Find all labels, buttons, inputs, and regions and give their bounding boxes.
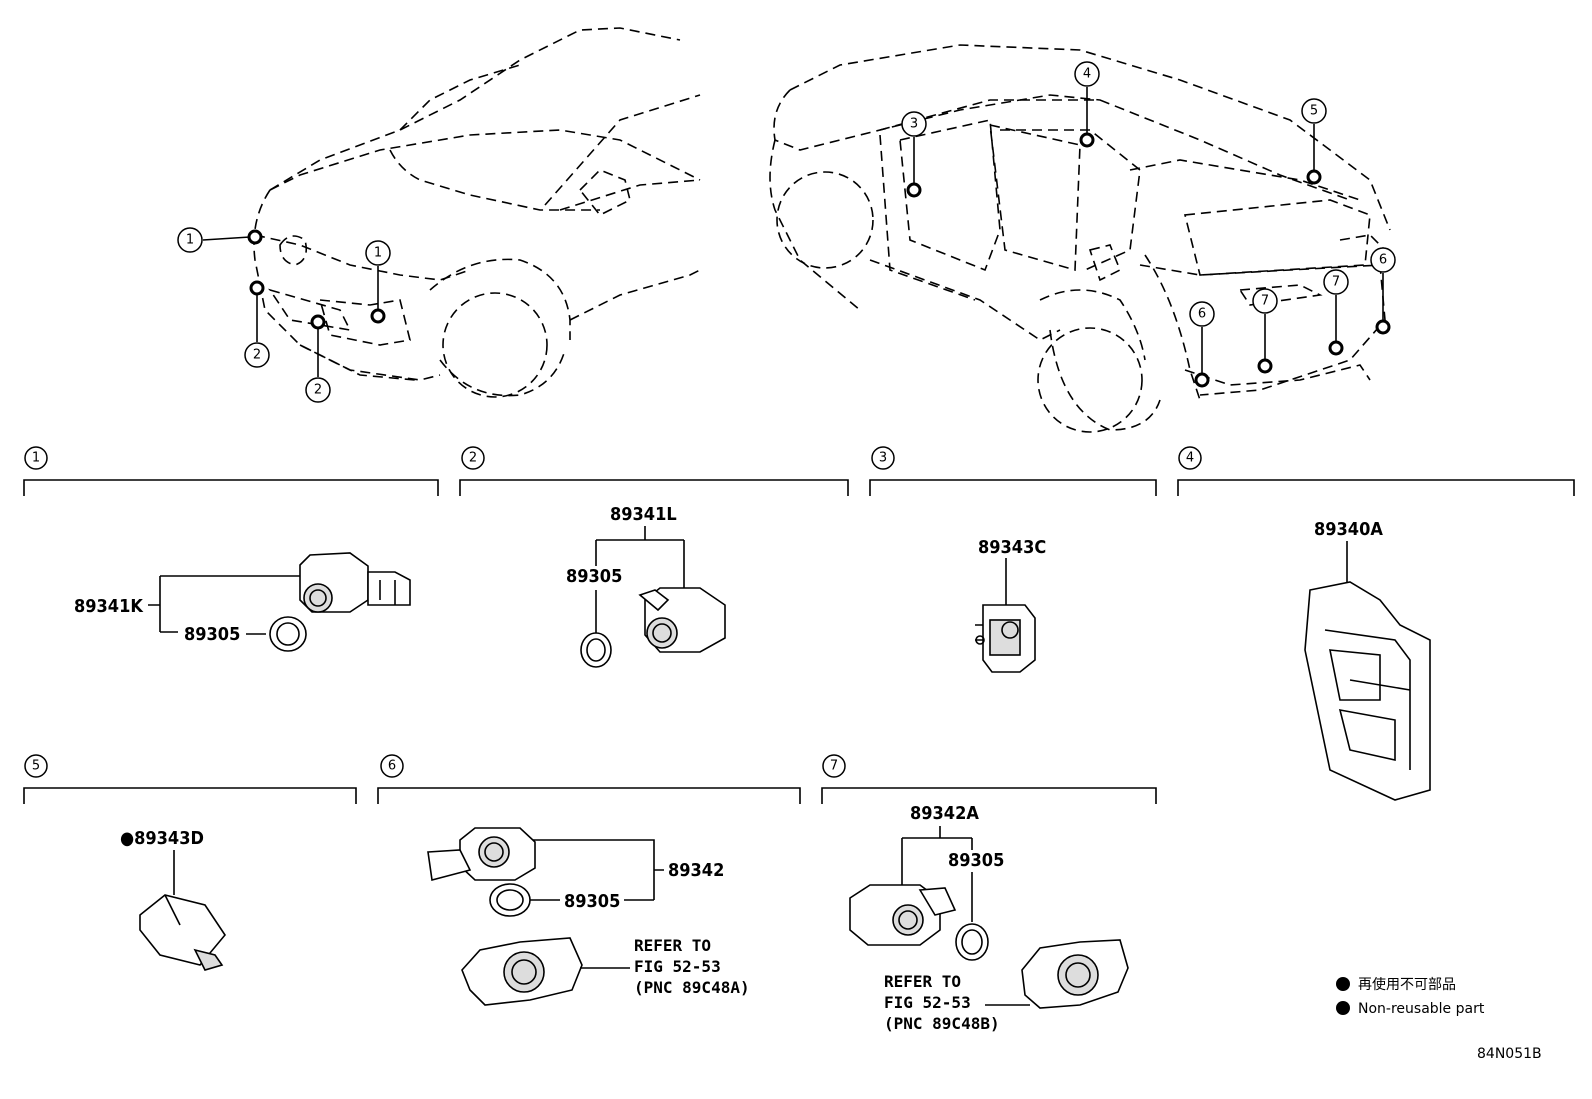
label-89343D: ●89343D xyxy=(120,828,204,849)
section-1-parts: 89341K 89305 xyxy=(74,552,411,652)
label-89305-s7: 89305 xyxy=(948,850,1004,871)
label-89341K: 89341K xyxy=(74,596,144,617)
refer-text-1-s7: REFER TO xyxy=(884,972,961,991)
callout-1a: 1 xyxy=(177,227,203,253)
sensor-89342 xyxy=(427,827,536,882)
label-89340A: 89340A xyxy=(1314,519,1383,540)
svg-text:1: 1 xyxy=(186,233,194,248)
section-7-header: 7 xyxy=(821,754,1157,804)
svg-text:7: 7 xyxy=(1332,275,1340,290)
callout-7a: 7 xyxy=(1252,288,1278,314)
svg-text:1: 1 xyxy=(374,246,382,261)
svg-text:2: 2 xyxy=(253,348,261,363)
svg-text:5: 5 xyxy=(1310,104,1318,119)
callout-6a: 6 xyxy=(1189,301,1215,327)
callout-7b: 7 xyxy=(1323,269,1349,295)
refer-text-3-s7: (PNC 89C48B) xyxy=(884,1014,1000,1033)
label-89342A: 89342A xyxy=(910,803,979,824)
label-89305-s6: 89305 xyxy=(564,891,620,912)
section-3-header: 3 xyxy=(869,446,1157,496)
sensor-89342A xyxy=(849,884,957,946)
section-4-parts: 89340A xyxy=(1304,519,1431,801)
section-6-parts: 89342 89305 REFER TO FIG 52-53 (PNC 89C4… xyxy=(427,827,750,1006)
legend-jp: 再使用不可部品 xyxy=(1358,976,1456,993)
figure-code: 84N051B xyxy=(1477,1046,1542,1062)
section-7-parts: 89342A 89305 REFER TO FIG 52-53 (PNC 89C… xyxy=(849,803,1129,1033)
svg-text:4: 4 xyxy=(1083,67,1091,82)
refer-text-2-s7: FIG 52-53 xyxy=(884,993,971,1012)
label-89305-s2: 89305 xyxy=(566,566,622,587)
callout-5: 5 xyxy=(1301,98,1327,124)
label-89342: 89342 xyxy=(668,860,724,881)
ring-89305-s2 xyxy=(580,632,612,668)
svg-text:1: 1 xyxy=(32,451,40,466)
label-89305-s1: 89305 xyxy=(184,624,240,645)
svg-text:6: 6 xyxy=(1198,307,1206,322)
ring-89305-s7 xyxy=(955,923,989,961)
svg-text:7: 7 xyxy=(1261,294,1269,309)
svg-text:3: 3 xyxy=(910,117,918,132)
sensor-89341L xyxy=(638,587,726,653)
svg-text:5: 5 xyxy=(32,759,40,774)
section-6-header: 6 xyxy=(377,754,801,804)
section-5-parts: ●89343D xyxy=(120,828,226,971)
svg-text:2: 2 xyxy=(469,451,477,466)
label-89341L: 89341L xyxy=(610,504,677,525)
ring-89305-s6 xyxy=(489,883,531,917)
svg-text:6: 6 xyxy=(388,759,396,774)
callout-2a: 2 xyxy=(244,342,270,368)
svg-text:2: 2 xyxy=(314,383,322,398)
front-callouts: 1 1 2 2 xyxy=(177,227,391,403)
legend: 再使用不可部品 Non-reusable part xyxy=(1336,976,1485,1017)
rear-vehicle-illustration xyxy=(769,44,1391,433)
sensor-89343D xyxy=(139,894,226,971)
section-2-header: 2 xyxy=(459,446,849,496)
section-1-header: 1 xyxy=(23,446,439,496)
sensor-89341K xyxy=(299,552,411,613)
section-5-header: 5 xyxy=(23,754,357,804)
front-vehicle-illustration xyxy=(253,27,701,398)
svg-text:3: 3 xyxy=(879,451,887,466)
bracket-89C48B xyxy=(1021,939,1129,1009)
legend-en: Non-reusable part xyxy=(1358,1001,1485,1017)
callout-1b: 1 xyxy=(365,240,391,266)
module-89343C xyxy=(975,604,1036,673)
section-3-parts: 89343C xyxy=(975,537,1046,673)
callout-3: 3 xyxy=(901,111,927,137)
section-4-header: 4 xyxy=(1177,446,1575,496)
ring-89305-s1 xyxy=(269,616,307,652)
callout-6b: 6 xyxy=(1370,247,1396,273)
bracket-89C48A xyxy=(461,937,583,1006)
label-89343C: 89343C xyxy=(978,537,1046,558)
refer-text-3-s6: (PNC 89C48A) xyxy=(634,978,750,997)
svg-text:7: 7 xyxy=(830,759,838,774)
refer-text-2-s6: FIG 52-53 xyxy=(634,957,721,976)
svg-text:6: 6 xyxy=(1379,253,1387,268)
rear-callouts: 3 4 5 6 6 7 7 xyxy=(901,61,1396,388)
ecu-89340A xyxy=(1304,581,1431,801)
refer-text-1-s6: REFER TO xyxy=(634,936,711,955)
section-2-parts: 89341L 89305 xyxy=(566,504,726,668)
callout-2b: 2 xyxy=(305,377,331,403)
svg-text:4: 4 xyxy=(1186,451,1194,466)
callout-4: 4 xyxy=(1074,61,1100,87)
